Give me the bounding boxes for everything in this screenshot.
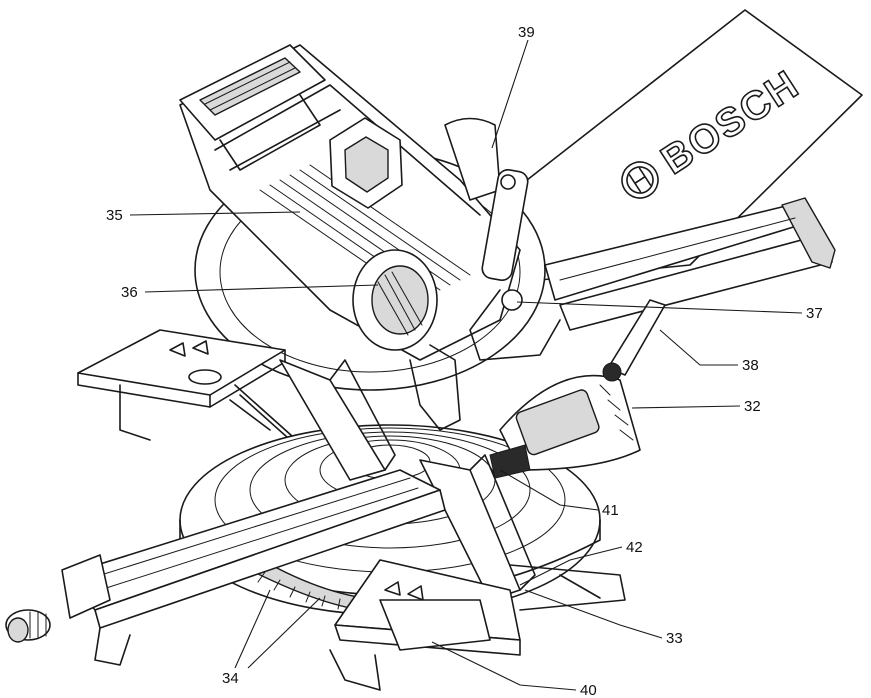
bevel-lock-lever <box>602 299 666 382</box>
pivot-knob-icon <box>501 289 523 311</box>
callout-40: 40 <box>580 682 597 698</box>
lock-knob-icon <box>5 609 51 643</box>
callout-35: 35 <box>106 207 123 224</box>
callout-38: 38 <box>742 357 759 374</box>
callout-37: 37 <box>806 305 823 322</box>
callout-32: 32 <box>744 398 761 415</box>
callout-36: 36 <box>121 284 138 301</box>
carry-handle <box>179 44 326 171</box>
motor-housing <box>352 249 438 351</box>
fence <box>279 359 536 601</box>
callout-42: 42 <box>626 539 643 556</box>
hold-down-clamp <box>409 117 561 431</box>
callout-41: 41 <box>602 502 619 519</box>
leader-lines <box>129 39 803 691</box>
right-table-extension <box>329 559 626 691</box>
depth-stop-icon <box>489 444 531 479</box>
bosch-cover-panel: BOSCH <box>494 9 863 281</box>
callout-labels: 39 35 36 37 38 32 41 42 33 34 40 <box>106 24 823 698</box>
callout-39: 39 <box>518 24 535 41</box>
front-slide-arm <box>5 469 446 666</box>
saw-head <box>179 44 521 361</box>
callout-34: 34 <box>222 670 239 687</box>
bevel-quadrant <box>489 374 641 479</box>
callout-33: 33 <box>666 630 683 647</box>
